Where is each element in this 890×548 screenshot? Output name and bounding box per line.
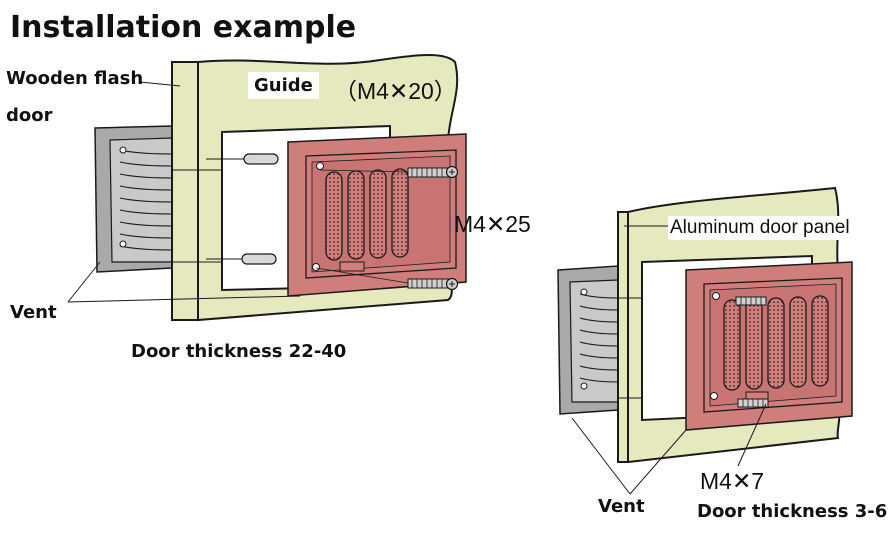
label-guide-size: （M4✕20） <box>334 78 457 104</box>
back-vent-gray-left <box>94 125 173 273</box>
label-vent-left: Vent <box>10 302 57 323</box>
label-guide: Guide <box>248 72 319 99</box>
aluminum-door-assembly <box>557 186 853 495</box>
screws-m4x25 <box>315 165 459 291</box>
front-vent-pink-right <box>685 261 853 431</box>
label-screw-m4x25: M4✕25 <box>454 211 531 237</box>
leader-lines-right <box>571 225 767 495</box>
door-edge-left <box>171 61 199 321</box>
label-aluminum-door-panel: Aluminum door panel <box>668 216 852 240</box>
screws-m4x7 <box>735 296 769 408</box>
door-edge-right <box>617 211 629 463</box>
label-screw-m4x7: M4✕7 <box>700 468 765 494</box>
guide-pins <box>206 153 279 265</box>
front-vent-pink-left <box>287 133 467 297</box>
label-door-thickness-aluminum: Door thickness 3-6 <box>697 501 888 522</box>
label-door-thickness-wood: Door thickness 22-40 <box>131 341 347 362</box>
wooden-door-assembly <box>67 54 467 322</box>
leader-lines-left <box>67 81 301 303</box>
page-title: Installation example <box>10 10 357 45</box>
back-vent-gray-right <box>557 265 619 415</box>
label-vent-right: Vent <box>598 496 645 517</box>
label-wooden-flash-door: Wooden flash <box>6 68 144 89</box>
label-wooden-flash-door-cont: door <box>6 105 53 126</box>
